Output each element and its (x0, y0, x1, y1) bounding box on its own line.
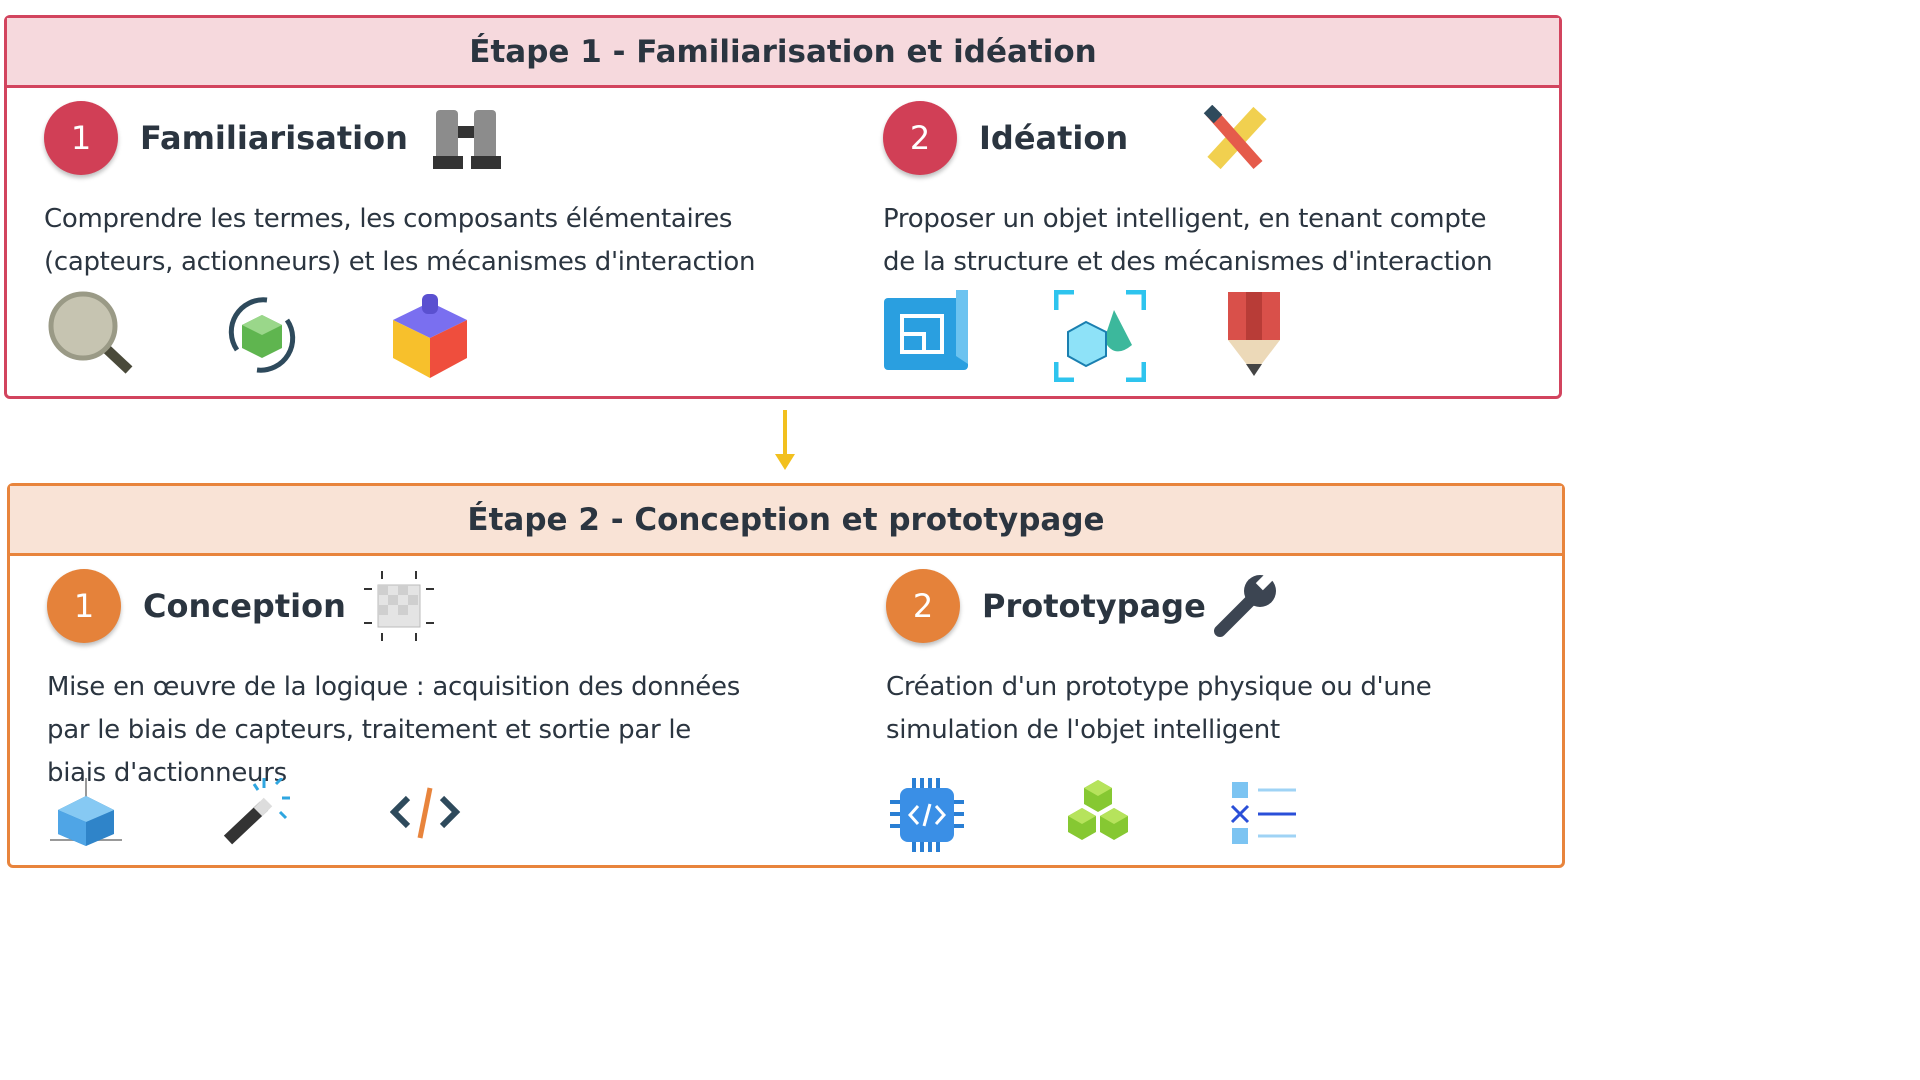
flow-arrow-icon (775, 410, 795, 476)
description-line: Mise en œuvre de la logique : acquisitio… (47, 672, 740, 702)
conception-section: 1 Conception Mise en œuvre de la logique… (47, 568, 740, 795)
chip-code-icon (890, 778, 1060, 852)
section-title: Prototypage (982, 587, 1206, 625)
step-number-badge: 2 (886, 569, 960, 643)
ideation-section: 2 Idéation Proposer un objet intelligent… (883, 100, 1563, 284)
cube-cycle-icon (217, 290, 387, 380)
blueprint-icon (884, 290, 1054, 382)
description-line: simulation de l'objet intelligent (886, 715, 1280, 745)
stage-2-header: Étape 2 - Conception et prototypage (10, 486, 1562, 556)
green-cubes-icon (1060, 778, 1230, 852)
ruler-pencil-icon (1202, 105, 1272, 171)
magnifier-icon (47, 290, 217, 380)
description-line: biais d'actionneurs (47, 758, 287, 788)
stage-2-panel: Étape 2 - Conception et prototypage 1 Co… (7, 483, 1565, 868)
description-line: (capteurs, actionneurs) et les mécanisme… (44, 247, 756, 277)
3d-cube-icon (50, 778, 220, 848)
magic-wand-icon (220, 778, 390, 848)
description-line: de la structure et des mécanismes d'inte… (883, 247, 1493, 277)
section-title: Idéation (979, 119, 1129, 157)
3d-scan-icon (1054, 290, 1224, 382)
step-number-badge: 1 (47, 569, 121, 643)
description-line: Création d'un prototype physique ou d'un… (886, 672, 1432, 702)
section-title: Familiarisation (140, 119, 408, 157)
step-number-badge: 1 (44, 101, 118, 175)
prototypage-section: 2 Prototypage Création d'un prototype ph… (886, 568, 1566, 752)
wrench-icon (1210, 571, 1280, 641)
stage-1-panel: Étape 1 - Familiarisation et idéation 1 … (4, 15, 1562, 399)
transparent-frame-icon (363, 571, 434, 641)
step-number-badge: 2 (883, 101, 957, 175)
pencil-icon (1224, 290, 1394, 382)
code-icon (390, 778, 560, 848)
section-title: Conception (143, 587, 346, 625)
description-line: Comprendre les termes, les composants él… (44, 204, 733, 234)
stage-1-header: Étape 1 - Familiarisation et idéation (7, 18, 1559, 88)
familiarisation-section: 1 Familiarisation Comprendre les termes,… (44, 100, 756, 284)
building-block-icon (387, 290, 557, 380)
description-line: Proposer un objet intelligent, en tenant… (883, 204, 1487, 234)
binoculars-icon (432, 106, 502, 170)
checklist-icon (1230, 778, 1400, 852)
description-line: par le biais de capteurs, traitement et … (47, 715, 691, 745)
